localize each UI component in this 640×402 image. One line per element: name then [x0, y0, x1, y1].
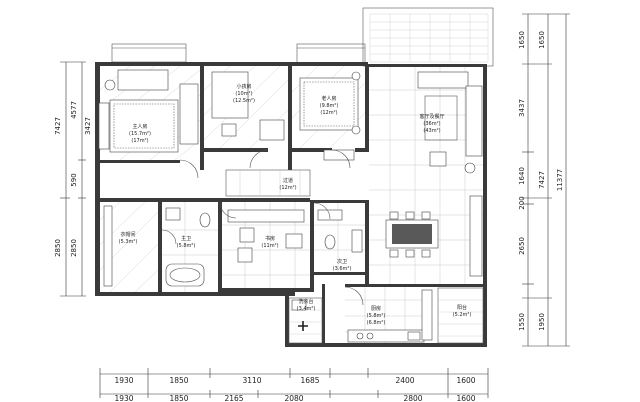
dim-right-inner-2: 3437	[518, 99, 526, 117]
side-balcony: 阳台 (5.2m²)	[437, 287, 484, 344]
living-dining-area: (36m²)	[423, 121, 440, 127]
elder-room: 老人房 (9.8m²) (12m²)	[291, 65, 366, 161]
bottom-dimensions: 1930 1850 3110 1685 2400 1600 1930 1850 …	[99, 368, 489, 402]
top-balcony-middle	[296, 43, 366, 65]
dim-right-inner-6: 1550	[518, 313, 526, 331]
dim-left-outer-1: 7427	[54, 117, 62, 135]
dim-bottom-2-6: 1600	[456, 394, 475, 402]
corridor-area: (12m²)	[279, 185, 296, 191]
dim-bottom-1-6: 1600	[456, 376, 475, 385]
master-bedroom-area: (15.7m²)	[129, 131, 151, 137]
master-bath-name: 主卫	[181, 235, 191, 242]
dim-bottom-2-3: 2165	[224, 394, 243, 402]
small-bedroom-area: (10m²)	[235, 91, 252, 97]
elder-room-area: (9.8m²)	[320, 103, 339, 109]
laundry-balcony-name: 洗衣台	[298, 298, 313, 305]
dim-right-inner-4: 200	[518, 196, 526, 209]
living-dining-area2: (43m²)	[423, 128, 440, 134]
small-bedroom-name: 小孩房	[236, 83, 251, 90]
dim-left-inner-3: 2850	[70, 239, 78, 257]
kitchen-area2: (6.8m²)	[367, 320, 386, 326]
dim-bottom-1-5: 2400	[395, 376, 414, 385]
dim-left-top: 3427	[84, 117, 92, 135]
master-bedroom-area2: (17m²)	[131, 138, 148, 144]
door-swings	[161, 149, 364, 306]
dim-right-inner-3: 1640	[518, 167, 526, 185]
right-dimensions: 1650 3437 1640 200 2650 1550 1650 7427 1…	[518, 13, 570, 347]
dim-right-outer-1: 1650	[538, 31, 546, 49]
corridor: 过道 (12m²)	[225, 169, 311, 197]
living-dining: 客厅及餐厅 (36m²) (43m²)	[369, 67, 483, 284]
dim-right-outer-3: 1950	[538, 313, 546, 331]
master-bath: 主卫 (5.8m²)	[162, 202, 218, 292]
dim-right-total: 11377	[556, 169, 564, 191]
corridor-name: 过道	[283, 177, 293, 184]
cloakroom-name: 衣帽间	[120, 231, 135, 238]
elder-room-area2: (12m²)	[320, 110, 337, 116]
balcony-name: 阳台	[457, 304, 467, 311]
study-name: 书房	[265, 235, 275, 242]
dim-bottom-2-5: 2800	[403, 394, 422, 402]
top-balcony-right	[362, 7, 494, 67]
dim-bottom-1-4: 1685	[300, 376, 319, 385]
laundry-balcony: 洗衣台 (3.4m²)	[288, 297, 323, 344]
guest-bath-name: 次卫	[337, 258, 347, 265]
dim-bottom-2-2: 1850	[169, 394, 188, 402]
left-dimensions: 7427 2850 4577 590 2850 3427	[54, 61, 92, 297]
dim-bottom-1-2: 1850	[169, 376, 188, 385]
laundry-balcony-area: (3.4m²)	[297, 306, 316, 312]
kitchen: 厨房 (5.8m²) (6.8m²)	[345, 287, 433, 343]
small-bedroom: 小孩房 (10m²) (12.5m²)	[203, 65, 289, 149]
elder-room-name: 老人房	[321, 95, 336, 102]
kitchen-name: 厨房	[371, 305, 381, 312]
dim-right-inner-1: 1650	[518, 31, 526, 49]
dim-right-inner-5: 2650	[518, 237, 526, 255]
dim-left-inner-2: 590	[70, 173, 78, 186]
guest-bath-area: (3.6m²)	[333, 266, 352, 272]
dim-bottom-2-4: 2080	[284, 394, 303, 402]
master-bedroom: 主人房 (15.7m²) (17m²)	[98, 65, 201, 161]
guest-bath: 次卫 (3.6m²)	[314, 203, 365, 272]
outer-walls	[95, 62, 487, 347]
master-bath-area: (5.8m²)	[177, 243, 196, 249]
study-area: (11m²)	[261, 243, 278, 249]
kitchen-area: (5.8m²)	[367, 313, 386, 319]
study: 书房 (11m²)	[222, 202, 310, 288]
dim-left-outer-2: 2850	[54, 239, 62, 257]
dim-bottom-1-3: 3110	[242, 376, 261, 385]
dim-bottom-1-1: 1930	[114, 376, 133, 385]
living-dining-name: 客厅及餐厅	[419, 113, 444, 120]
cloakroom-area: (5.3m²)	[119, 239, 138, 245]
interior-walls	[100, 66, 485, 344]
small-bedroom-area2: (12.5m²)	[233, 98, 255, 104]
dim-left-inner-1: 4577	[70, 101, 78, 119]
cloakroom: 衣帽间 (5.3m²)	[99, 201, 159, 293]
balcony-area: (5.2m²)	[453, 312, 472, 318]
master-bedroom-name: 主人房	[132, 123, 147, 130]
dim-bottom-2-1: 1930	[114, 394, 133, 402]
top-balcony-left	[111, 43, 187, 63]
dim-right-outer-2: 7427	[538, 171, 546, 189]
